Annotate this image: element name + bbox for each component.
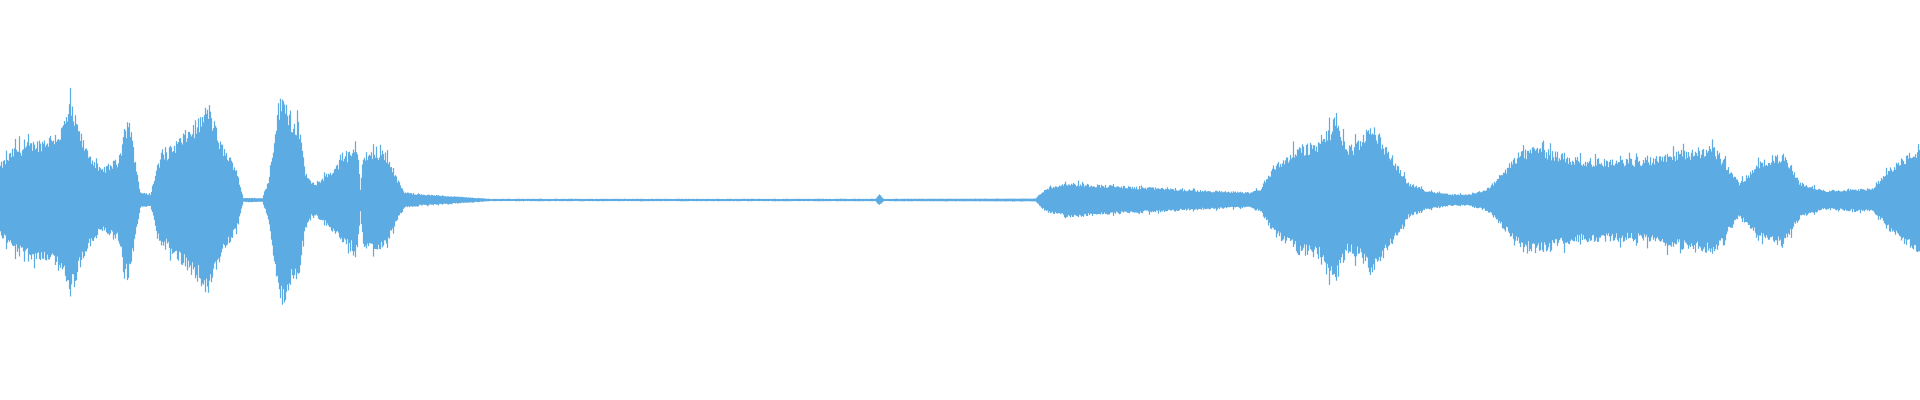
waveform-path [0, 87, 1920, 305]
